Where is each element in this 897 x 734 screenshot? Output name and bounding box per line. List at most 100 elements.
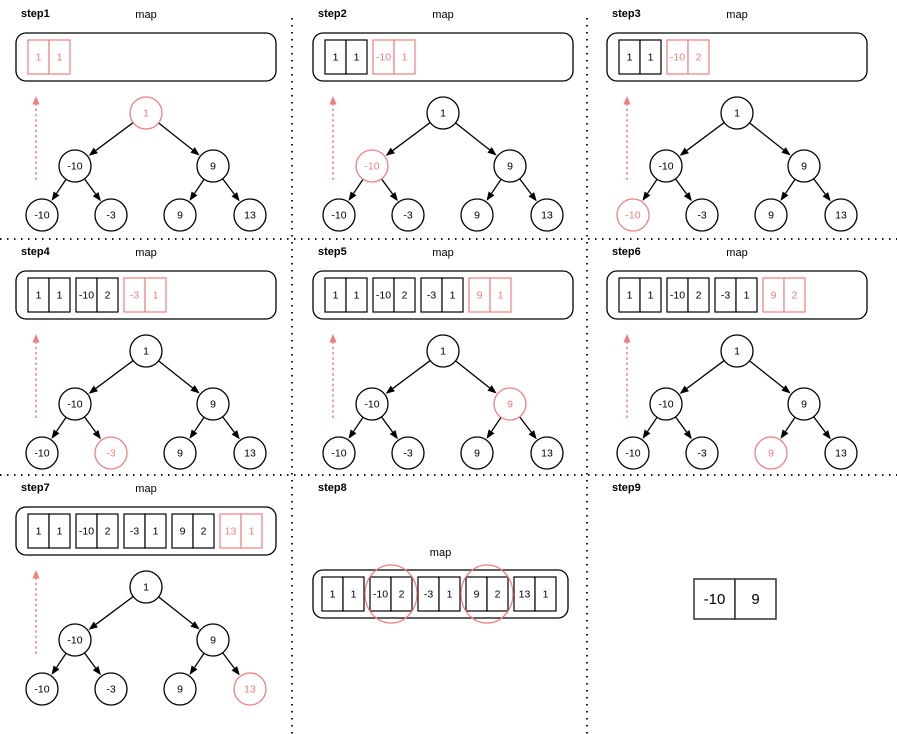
tree-node-circle bbox=[94, 198, 128, 232]
tree-edge bbox=[646, 178, 658, 194]
tree-node-root: 1 bbox=[426, 334, 460, 368]
map-key-text: 9 bbox=[180, 526, 186, 538]
map-value-text: 2 bbox=[105, 290, 111, 302]
edge-arrowhead bbox=[528, 430, 537, 440]
tree-node-circle bbox=[787, 149, 821, 183]
tree-node-lr: -3 bbox=[685, 436, 719, 470]
map-value-cell bbox=[48, 277, 71, 313]
map-title: map bbox=[135, 247, 157, 259]
tree-node-rl: 9 bbox=[754, 198, 788, 232]
edge-arrowhead bbox=[190, 385, 200, 394]
tree-node-circle bbox=[824, 436, 858, 470]
step-title: step9 bbox=[612, 482, 641, 494]
tree-edge bbox=[158, 596, 194, 625]
map-title: map bbox=[135, 9, 157, 21]
tree-node-r: 9 bbox=[787, 387, 821, 421]
map-value-text: 2 bbox=[399, 589, 405, 601]
map-key-text: 1 bbox=[330, 589, 336, 601]
step-title: step5 bbox=[318, 246, 347, 258]
tree-node-r: 9 bbox=[493, 149, 527, 183]
edge-arrowhead bbox=[679, 147, 689, 156]
tree-edge bbox=[352, 416, 364, 432]
step-title: step3 bbox=[612, 8, 641, 20]
map-key-text: 1 bbox=[627, 52, 633, 64]
tree-node-label: -10 bbox=[364, 399, 379, 411]
tree-node-rr: 13 bbox=[824, 436, 858, 470]
tree-node-circle bbox=[685, 436, 719, 470]
tree-node-circle bbox=[493, 149, 527, 183]
map-value-cell bbox=[687, 277, 710, 313]
map-key-text: 1 bbox=[333, 52, 339, 64]
map-value-text: 1 bbox=[249, 526, 255, 538]
map-key-text: -10 bbox=[79, 290, 94, 302]
tree-edge bbox=[222, 652, 235, 669]
tree-edge bbox=[784, 178, 796, 194]
tree-node-circle bbox=[355, 387, 389, 421]
edge-arrowhead bbox=[348, 191, 357, 201]
tree-node-circle bbox=[493, 387, 527, 421]
map-value-text: 2 bbox=[105, 526, 111, 538]
tree-edge bbox=[222, 178, 235, 195]
map-key-text: 1 bbox=[627, 290, 633, 302]
map-key-text: -3 bbox=[427, 290, 436, 302]
tree-node-rr: 13 bbox=[233, 672, 267, 706]
edge-arrowhead bbox=[51, 429, 60, 439]
tree-node-circle bbox=[196, 149, 230, 183]
tree-edge bbox=[674, 178, 688, 195]
map-key-text: 9 bbox=[477, 290, 483, 302]
tree-node-label: -3 bbox=[106, 684, 115, 696]
tree-node-l: -10 bbox=[58, 387, 92, 421]
edge-arrowhead bbox=[780, 429, 789, 439]
tree-node-label: -3 bbox=[697, 210, 706, 222]
map-value-text: 1 bbox=[447, 589, 453, 601]
map-key-text: -3 bbox=[424, 589, 433, 601]
edge-arrowhead bbox=[781, 385, 791, 394]
tree-node-label: 1 bbox=[734, 108, 740, 120]
edge-arrowhead bbox=[189, 191, 198, 201]
tree-node-label: -10 bbox=[331, 448, 346, 460]
tree-node-lr: -3 bbox=[391, 198, 425, 232]
tree-edge bbox=[686, 360, 725, 389]
tree-edge bbox=[674, 416, 688, 433]
edge-arrowhead bbox=[92, 665, 101, 676]
tree-node-r: 9 bbox=[196, 623, 230, 657]
tree-node-r: 9 bbox=[787, 149, 821, 183]
tree-node-label: 9 bbox=[507, 161, 513, 173]
tree-node-label: 9 bbox=[474, 210, 480, 222]
tree-node-label: 9 bbox=[474, 448, 480, 460]
map-value-text: 1 bbox=[543, 589, 549, 601]
map-value-cell bbox=[441, 277, 464, 313]
tree-edge bbox=[222, 416, 235, 433]
tree-node-label: -10 bbox=[34, 210, 49, 222]
tree-node-label: 9 bbox=[768, 448, 774, 460]
tree-node-circle bbox=[233, 672, 267, 706]
tree-node-l: -10 bbox=[355, 387, 389, 421]
edge-arrowhead bbox=[642, 429, 651, 439]
tree-node-lr: -3 bbox=[94, 198, 128, 232]
map-value-text: 1 bbox=[402, 52, 408, 64]
map-key-text: 1 bbox=[36, 290, 42, 302]
tree-node-ll: -10 bbox=[322, 198, 356, 232]
map-value-text: 1 bbox=[153, 290, 159, 302]
tree-node-lr: -3 bbox=[94, 436, 128, 470]
map-value-cell bbox=[48, 39, 71, 75]
tree-edge bbox=[749, 360, 785, 389]
map-key-text: 9 bbox=[771, 290, 777, 302]
map-pair: -3 1 bbox=[417, 576, 461, 612]
tree-edge bbox=[158, 122, 194, 151]
map-title: map bbox=[432, 9, 454, 21]
tree-node-label: -3 bbox=[697, 448, 706, 460]
map-value-cell bbox=[144, 277, 167, 313]
tree-edge bbox=[55, 416, 67, 432]
step-title: step1 bbox=[21, 8, 50, 20]
tree-node-rl: 9 bbox=[460, 198, 494, 232]
tree-edge bbox=[95, 360, 134, 389]
map-pair: -10 2 bbox=[75, 277, 119, 313]
